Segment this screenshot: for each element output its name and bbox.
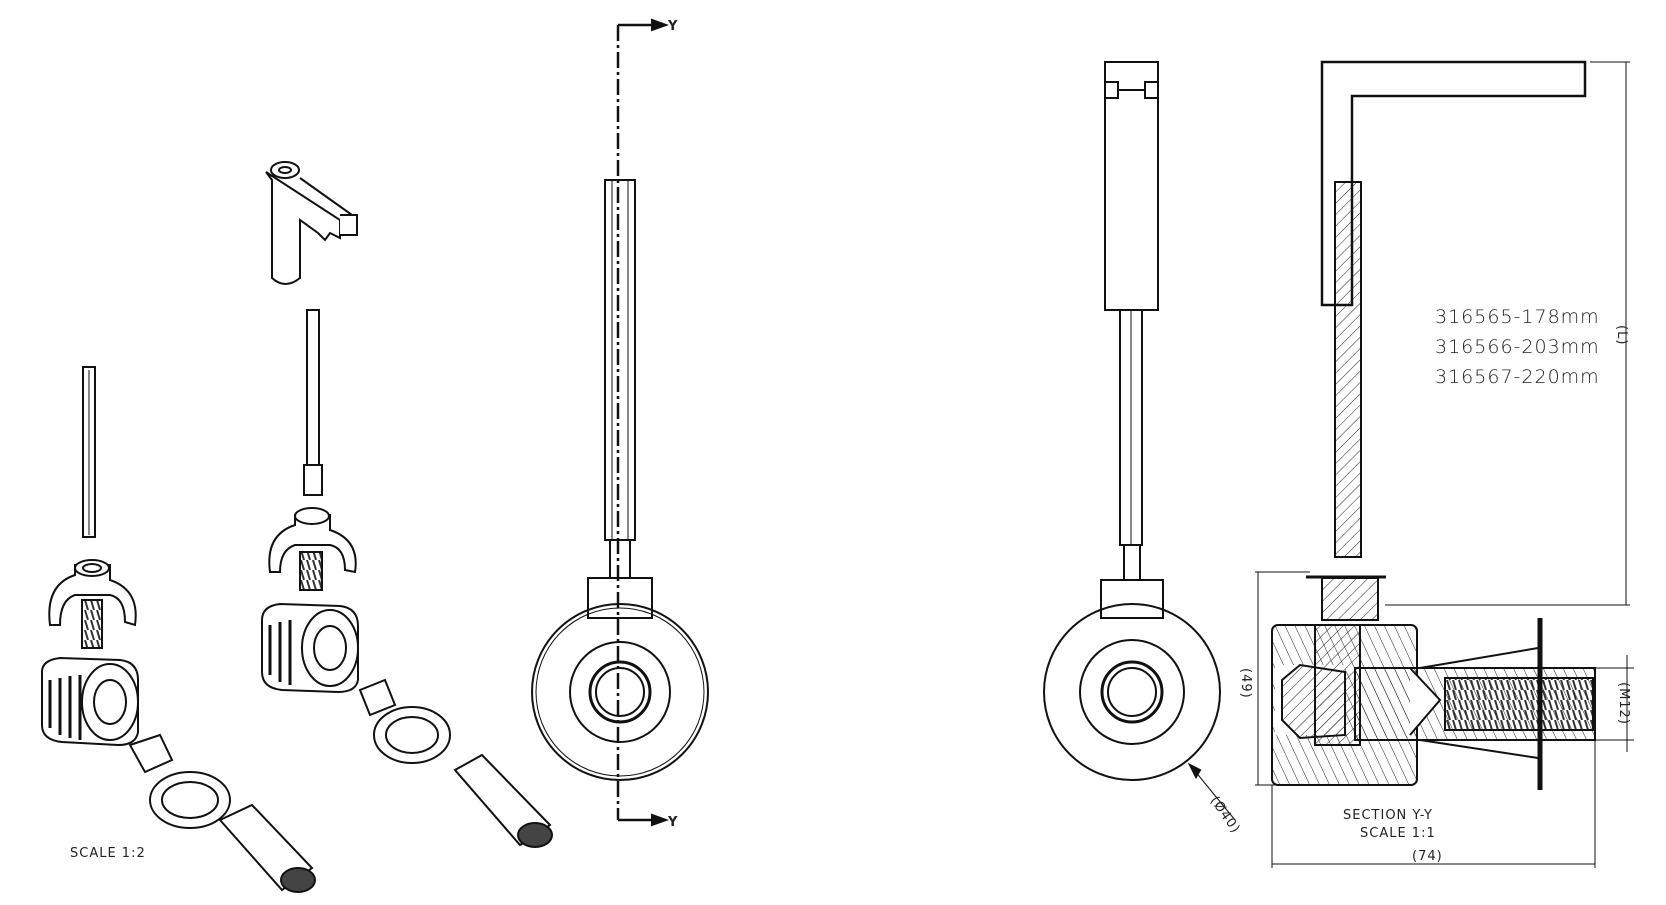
side-view: (Ø40) — [1043, 61, 1243, 837]
dimension-height: (49) — [1238, 668, 1253, 699]
section-marker-bottom: Y — [667, 815, 678, 830]
variant-316566: 316566-203mm — [1435, 336, 1600, 358]
front-view: Y Y — [531, 18, 709, 830]
variant-316565: 316565-178mm — [1435, 306, 1600, 328]
section-scale-label: SCALE 1:1 — [1360, 826, 1436, 841]
dimension-length: (L) — [1614, 325, 1629, 345]
scale-label-exploded: SCALE 1:2 — [70, 846, 146, 861]
dimension-diameter: (Ø40) — [1207, 794, 1243, 837]
section-marker-top: Y — [667, 19, 678, 34]
exploded-view-left-assembly: SCALE 1:2 — [41, 366, 316, 893]
dimension-width: (74) — [1412, 849, 1443, 864]
exploded-view-right-assembly — [261, 161, 553, 848]
section-title: SECTION Y-Y — [1343, 808, 1433, 823]
section-view: (L) (49) (M12) 316565-178mm 316566-203mm… — [1238, 60, 1634, 868]
variant-316567: 316567-220mm — [1435, 366, 1600, 388]
dimension-thread: (M12) — [1616, 682, 1631, 725]
